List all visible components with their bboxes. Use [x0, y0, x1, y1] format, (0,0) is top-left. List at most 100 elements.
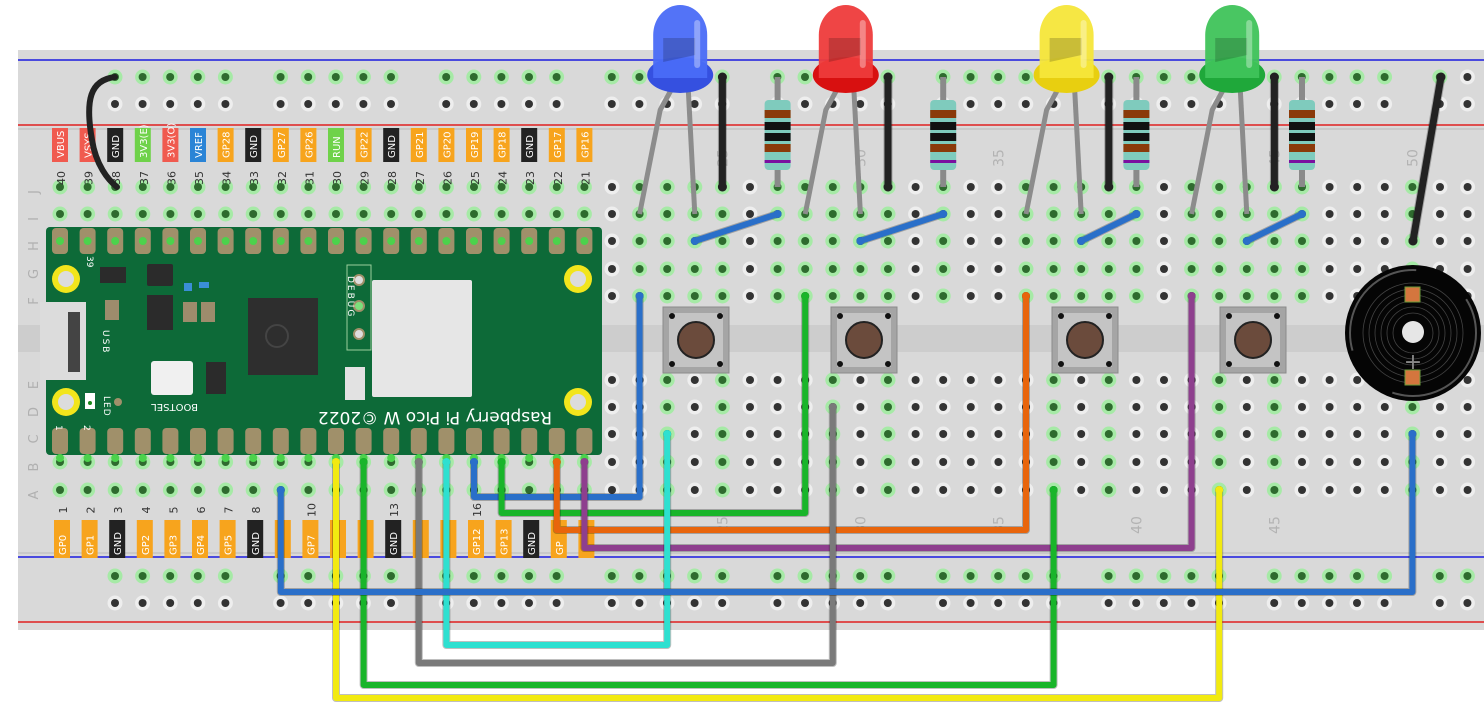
hole	[994, 430, 1003, 438]
hole	[608, 292, 616, 300]
push-button[interactable]	[830, 306, 898, 374]
hole	[138, 183, 147, 191]
pin-number: 3	[112, 507, 125, 514]
hole	[801, 183, 810, 191]
button-corner	[837, 361, 843, 367]
hole	[884, 458, 892, 466]
pin-number: 34	[221, 171, 234, 185]
hole	[608, 265, 616, 273]
hole	[469, 73, 478, 81]
pin-hole	[221, 454, 230, 462]
button-corner	[1106, 313, 1112, 319]
hole	[994, 210, 1003, 218]
hole	[166, 100, 175, 108]
pin-pad	[134, 428, 151, 454]
hole	[801, 73, 809, 81]
hole	[1049, 183, 1058, 191]
hole	[1325, 458, 1334, 466]
hole	[746, 376, 754, 384]
pin-label: GP16	[580, 131, 591, 158]
led	[637, 5, 714, 215]
pin-label: GP7	[306, 535, 317, 555]
hole	[966, 100, 975, 108]
button-corner	[885, 361, 891, 367]
pin-label: GP28	[222, 131, 233, 158]
hole	[525, 100, 533, 108]
hole	[1463, 572, 1472, 580]
hole	[1104, 403, 1113, 411]
hole	[442, 73, 451, 81]
hole	[1104, 572, 1113, 580]
hole	[856, 376, 865, 384]
resistor-band	[764, 144, 791, 152]
hole	[552, 599, 561, 607]
button-corner	[1106, 361, 1112, 367]
led-body	[1205, 5, 1260, 79]
debug-pin	[353, 300, 365, 312]
hole	[166, 599, 175, 607]
pin-pad	[355, 428, 372, 454]
hole	[193, 100, 202, 108]
hole	[966, 183, 975, 191]
hole	[663, 210, 672, 218]
hole	[608, 237, 616, 245]
led-anvil	[1215, 38, 1248, 62]
hole	[773, 237, 782, 245]
hole	[718, 599, 727, 607]
hole	[1049, 376, 1058, 384]
buzzer-hole	[1402, 321, 1424, 343]
pin-label: GP17	[553, 131, 564, 158]
push-button[interactable]	[1219, 306, 1287, 374]
hole	[1270, 572, 1279, 580]
push-button[interactable]	[662, 306, 730, 374]
push-button[interactable]	[1051, 306, 1119, 374]
hole	[1297, 572, 1306, 580]
resistor	[764, 77, 791, 187]
led	[1189, 5, 1266, 215]
pin-label-badge	[410, 128, 427, 162]
hole	[111, 486, 120, 494]
hole	[552, 572, 561, 580]
hole	[1353, 100, 1361, 108]
wireless-module	[372, 280, 472, 397]
hole	[1436, 458, 1444, 466]
led-leg-cathode	[1189, 86, 1227, 215]
hole	[276, 210, 285, 218]
jumper-wire-blue-end	[773, 210, 782, 218]
led-highlight	[1080, 20, 1087, 68]
hole	[1077, 403, 1086, 411]
hole	[1380, 572, 1389, 580]
hole	[497, 210, 506, 218]
wire-green-gp13-end	[801, 292, 810, 300]
pin-hole	[276, 237, 285, 245]
wire-orange-gp14-end	[552, 458, 561, 466]
hole	[966, 403, 975, 411]
hole	[690, 458, 699, 466]
button-corner	[669, 361, 675, 367]
hole	[304, 572, 313, 580]
pin-label-badge	[521, 128, 538, 162]
hole	[828, 237, 837, 245]
hole	[442, 100, 451, 108]
hole	[856, 265, 865, 273]
hole	[911, 183, 920, 191]
hole	[359, 100, 368, 108]
hole	[194, 210, 202, 218]
pin-label: GND	[527, 532, 538, 555]
hole	[387, 572, 395, 580]
hole	[221, 100, 230, 108]
row-letter: D	[27, 407, 42, 417]
hole	[939, 572, 947, 580]
resistor-band	[1289, 110, 1315, 118]
jumper-wire-blue	[857, 211, 947, 244]
wire-gray-gp10-end	[414, 458, 423, 466]
hole	[746, 292, 754, 300]
buzzer-polarity-mark: +	[1404, 350, 1422, 375]
led-highlight	[1246, 20, 1253, 68]
hole	[994, 572, 1003, 580]
wire-green-gp9	[360, 459, 1057, 688]
hole	[332, 210, 340, 218]
hole	[1242, 430, 1251, 438]
hole	[635, 599, 644, 607]
hole	[1022, 237, 1030, 245]
